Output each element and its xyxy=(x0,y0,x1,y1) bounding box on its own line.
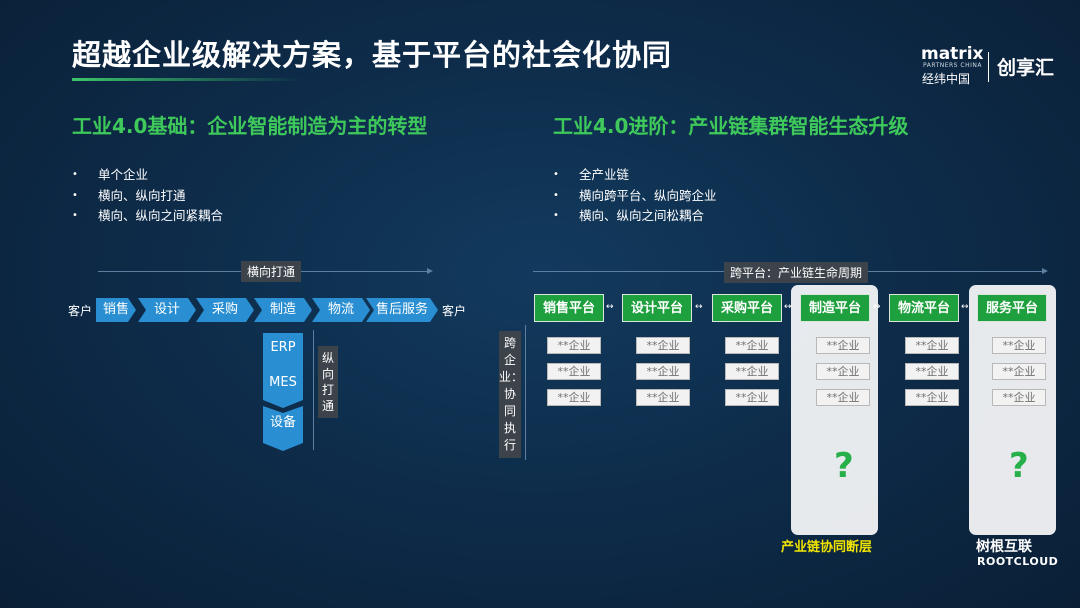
enterprise-box: **企业 xyxy=(992,337,1046,354)
enterprise-box: **企业 xyxy=(816,337,870,354)
enterprise-box: **企业 xyxy=(992,363,1046,380)
chain-manufacture: 制造 xyxy=(254,298,312,322)
platform-manufacture: 制造平台 xyxy=(800,294,870,322)
platform-logistics: 物流平台 xyxy=(889,294,959,322)
customer-left: 客户 xyxy=(68,304,93,318)
connector-icon: ↔ xyxy=(784,302,791,312)
connector-icon: ↔ xyxy=(873,302,880,312)
chain-aftersales: 售后服务 xyxy=(366,298,438,322)
enterprise-box: **企业 xyxy=(816,363,870,380)
chain-logistics: 物流 xyxy=(312,298,370,322)
right-horizontal-label: 跨平台：产业链生命周期 xyxy=(724,262,869,283)
enterprise-box: **企业 xyxy=(816,389,870,406)
enterprise-box: **企业 xyxy=(636,363,690,380)
matrix-logo: matrix xyxy=(921,44,984,64)
stack-erp: ERP xyxy=(263,333,303,375)
right-bullet: 横向跨平台、纵向跨企业 xyxy=(553,186,717,207)
chain-purchase: 采购 xyxy=(196,298,254,322)
customer-right: 客户 xyxy=(442,304,467,318)
left-horizontal-label: 横向打通 xyxy=(241,261,302,282)
left-heading: 工业4.0基础：企业智能制造为主的转型 xyxy=(72,114,428,138)
enterprise-box: **企业 xyxy=(636,337,690,354)
rootcloud-logo: 树根互联 xyxy=(976,539,1032,555)
right-vertical-line xyxy=(525,325,526,460)
chain-sales: 销售 xyxy=(96,298,136,322)
enterprise-box: **企业 xyxy=(725,363,779,380)
enterprise-box: **企业 xyxy=(547,389,601,406)
connector-icon: ↔ xyxy=(695,302,702,312)
right-horizontal-arrowhead xyxy=(1042,268,1048,274)
connector-icon: ↔ xyxy=(961,302,968,312)
platform-service: 服务平台 xyxy=(977,294,1047,322)
right-heading: 工业4.0进阶：产业链集群智能生态升级 xyxy=(553,114,909,138)
enterprise-box: **企业 xyxy=(992,389,1046,406)
left-vertical-line xyxy=(313,330,314,450)
platform-purchase: 采购平台 xyxy=(712,294,782,322)
enterprise-box: **企业 xyxy=(905,389,959,406)
stack-equipment: 设备 xyxy=(263,406,303,451)
title-underline xyxy=(72,78,302,81)
page-title: 超越企业级解决方案，基于平台的社会化协同 xyxy=(72,38,673,72)
left-bullets: 单个企业 横向、纵向打通 横向、纵向之间紧耦合 xyxy=(72,165,223,227)
right-bullets: 全产业链 横向跨平台、纵向跨企业 横向、纵向之间松耦合 xyxy=(553,165,717,227)
enterprise-box: **企业 xyxy=(905,337,959,354)
gap-label: 产业链协同断层 xyxy=(781,540,873,555)
matrix-logo-sub: PARTNERS CHINA xyxy=(923,62,982,69)
matrix-logo-cn: 经纬中国 xyxy=(922,72,971,86)
service-question-icon: ? xyxy=(1009,446,1029,486)
connector-icon: ↔ xyxy=(606,302,613,312)
cxh-logo: 创享汇 xyxy=(997,57,1055,79)
enterprise-box: **企业 xyxy=(905,363,959,380)
stack-mes: MES xyxy=(263,366,303,408)
right-bullet: 横向、纵向之间松耦合 xyxy=(553,206,717,227)
chain-design: 设计 xyxy=(138,298,196,322)
manufacture-gap-column xyxy=(791,285,878,535)
left-bullet: 横向、纵向打通 xyxy=(72,186,223,207)
right-vertical-label: 跨企业：协同执行 xyxy=(499,331,523,458)
enterprise-box: **企业 xyxy=(547,337,601,354)
rootcloud-logo-en: ROOTCLOUD xyxy=(977,555,1059,568)
left-horizontal-arrowhead xyxy=(427,268,433,274)
platform-sales: 销售平台 xyxy=(534,294,604,322)
platform-design: 设计平台 xyxy=(622,294,692,322)
enterprise-box: **企业 xyxy=(547,363,601,380)
enterprise-box: **企业 xyxy=(725,389,779,406)
logo-divider xyxy=(988,52,989,82)
service-gap-column xyxy=(969,285,1056,535)
left-bullet: 横向、纵向之间紧耦合 xyxy=(72,206,223,227)
enterprise-box: **企业 xyxy=(725,337,779,354)
left-vertical-label: 纵向打通 xyxy=(318,346,338,418)
enterprise-box: **企业 xyxy=(636,389,690,406)
manufacture-question-icon: ? xyxy=(834,446,854,486)
left-bullet: 单个企业 xyxy=(72,165,223,186)
right-bullet: 全产业链 xyxy=(553,165,717,186)
